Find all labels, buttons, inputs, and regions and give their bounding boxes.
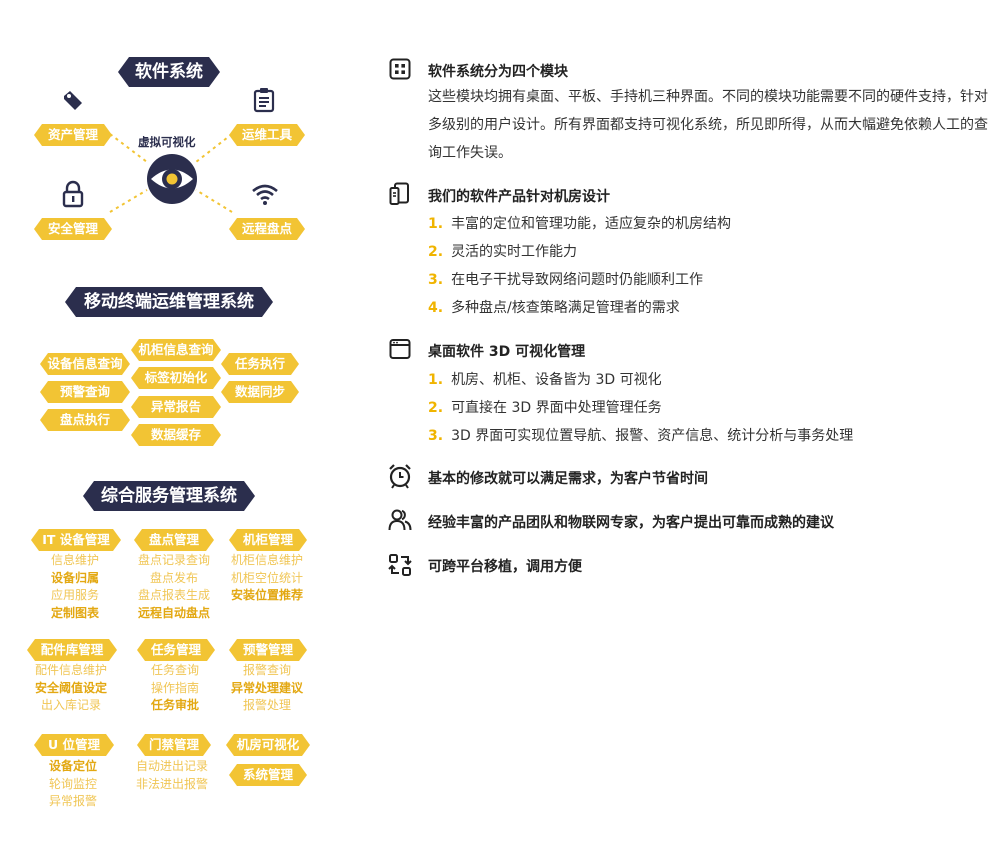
window-icon	[389, 339, 411, 359]
section-title-modules: 软件系统分为四个模块	[428, 64, 568, 80]
section-title-team: 经验丰富的产品团队和物联网专家，为客户提出可靠而成熟的建议	[428, 515, 834, 531]
eye-icon	[147, 154, 197, 204]
wifi-icon	[252, 184, 278, 205]
list-item: 出入库记录	[41, 698, 102, 712]
section-title-platform: 可跨平台移植，调用方便	[428, 559, 582, 575]
connector-lines	[109, 133, 233, 213]
list-item: 任务查询	[151, 663, 200, 677]
list-item: 操作指南	[151, 680, 200, 695]
list-item: 2.灵活的实时工作能力	[428, 244, 578, 260]
list-item: 定制图表	[51, 605, 100, 620]
ops-tools-tag: 运维工具	[229, 124, 305, 146]
module-task: 任务管理	[137, 639, 215, 661]
mobile-tag-alert-query: 预警查询	[40, 381, 130, 403]
mobile-tag-cabinet-query: 机柜信息查询	[131, 339, 221, 361]
list-item: 报警处理	[243, 698, 292, 712]
section-title-3d: 桌面软件 3D 可视化管理	[428, 344, 586, 360]
mobile-tag-data-sync: 数据同步	[221, 381, 299, 403]
mobile-tag-exception: 异常报告	[131, 396, 221, 418]
remote-inventory-tag: 远程盘点	[229, 218, 305, 240]
mobile-tag-device-query: 设备信息查询	[40, 353, 130, 375]
list-item: 信息维护	[51, 553, 100, 567]
list-item: 应用服务	[51, 588, 100, 602]
clipboard-icon	[253, 88, 275, 113]
list-item: 自动进出记录	[136, 759, 209, 773]
list-item: 盘点发布	[150, 570, 199, 585]
module-room-visual: 机房可视化	[226, 734, 310, 756]
list-item: 3.在电子干扰导致网络问题时仍能顺利工作	[428, 272, 704, 288]
list-item: 2.可直接在 3D 界面中处理管理任务	[428, 400, 662, 416]
asset-mgmt-tag: 资产管理	[34, 124, 112, 146]
software-system-title: 软件系统	[118, 57, 220, 87]
security-mgmt-tag: 安全管理	[34, 218, 112, 240]
mobile-tag-task-exec: 任务执行	[221, 353, 299, 375]
list-item: 3.3D 界面可实现位置导航、报警、资产信息、统计分析与事务处理	[428, 428, 854, 444]
center-label: 虚拟可视化	[138, 135, 196, 149]
list-item: 1.机房、机柜、设备皆为 3D 可视化	[428, 372, 662, 388]
grid-icon	[389, 58, 411, 80]
lock-icon	[62, 180, 84, 208]
list-item: 报警查询	[243, 663, 292, 677]
list-item: 盘点报表生成	[138, 588, 211, 602]
platform-icon	[388, 554, 412, 576]
list-item: 设备定位	[49, 759, 98, 773]
module-alert: 预警管理	[229, 639, 307, 661]
alarm-clock-icon	[389, 464, 411, 489]
list-item: 安装位置推荐	[231, 588, 304, 602]
section-text-modules: 这些模块均拥有桌面、平板、手持机三种界面。不同的模块功能需要不同的硬件支持，针对…	[428, 89, 988, 161]
list-item: 轮询监控	[49, 776, 98, 791]
mobile-tag-label-init: 标签初始化	[131, 367, 221, 389]
list-item: 1.丰富的定位和管理功能，适应复杂的机房结构	[428, 216, 732, 232]
module-system: 系统管理	[229, 764, 307, 786]
module-it-device: IT 设备管理	[31, 529, 121, 551]
mobile-tag-inventory-exec: 盘点执行	[40, 409, 130, 431]
list-item: 4.多种盘点/核查策略满足管理者的需求	[428, 300, 680, 316]
module-u-position: U 位管理	[34, 734, 114, 756]
module-inventory: 盘点管理	[134, 529, 214, 551]
module-parts: 配件库管理	[27, 639, 117, 661]
list-item: 设备归属	[51, 570, 100, 585]
module-cabinet: 机柜管理	[229, 529, 307, 551]
mobile-tag-data-cache: 数据缓存	[131, 424, 221, 446]
integrated-system-title: 综合服务管理系统	[83, 481, 255, 511]
list-item: 远程自动盘点	[138, 605, 211, 620]
list-item: 任务审批	[151, 698, 200, 712]
list-item: 机柜空位统计	[231, 570, 304, 585]
list-item: 配件信息维护	[35, 663, 108, 677]
section-title-design: 我们的软件产品针对机房设计	[428, 189, 610, 205]
mobile-system-title: 移动终端运维管理系统	[65, 287, 273, 317]
tag-icon	[64, 91, 82, 110]
module-access: 门禁管理	[137, 734, 211, 756]
list-item: 非法进出报警	[136, 776, 209, 791]
list-item: 安全阈值设定	[35, 680, 108, 695]
list-item: 机柜信息维护	[231, 553, 304, 567]
devices-icon	[389, 182, 409, 205]
list-item: 盘点记录查询	[138, 553, 211, 567]
team-icon	[388, 509, 412, 531]
section-title-time: 基本的修改就可以满足需求，为客户节省时间	[428, 471, 708, 487]
list-item: 异常处理建议	[231, 680, 304, 695]
list-item: 异常报警	[49, 794, 98, 808]
